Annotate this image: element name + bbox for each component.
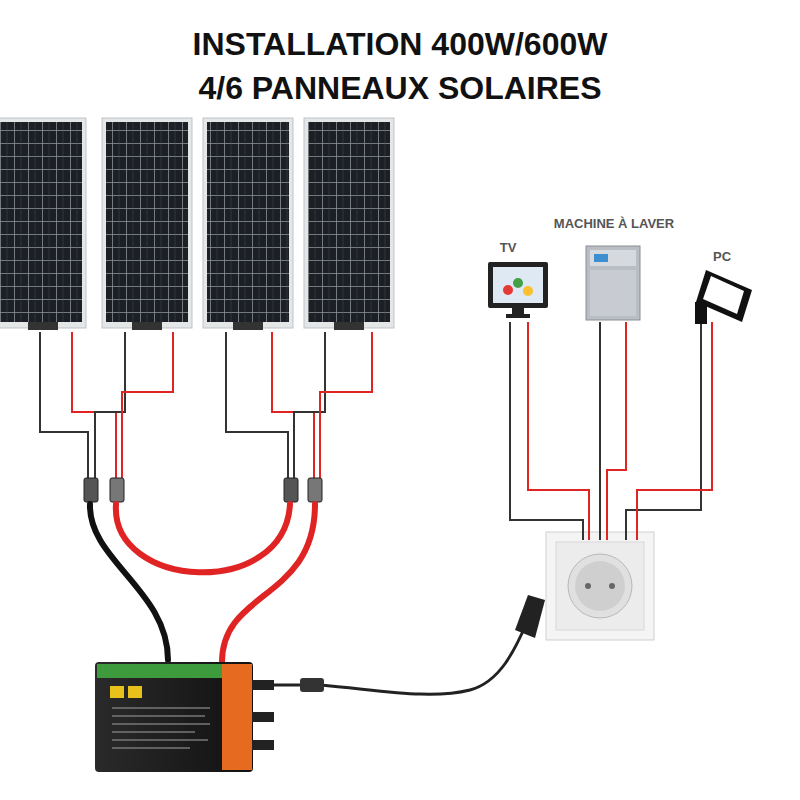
diagram-title: INSTALLATION 400W/600W 4/6 PANNEAUX SOLA… — [175, 22, 625, 110]
washing-machine-icon — [586, 246, 640, 320]
ac-cable — [274, 595, 545, 694]
panel-wires — [40, 332, 372, 478]
appliance-label: PC — [713, 249, 731, 264]
wall-socket — [546, 532, 654, 640]
mc4-connectors — [84, 478, 322, 502]
dc-cables — [90, 504, 315, 662]
appliance-label: MACHINE À LAVER — [554, 216, 674, 231]
micro-inverter — [95, 662, 274, 772]
tv-icon — [488, 262, 548, 318]
appliance-label: TV — [500, 240, 517, 255]
pc-icon — [695, 270, 752, 324]
solar-panels — [0, 118, 394, 330]
appliance-wires — [510, 322, 712, 540]
